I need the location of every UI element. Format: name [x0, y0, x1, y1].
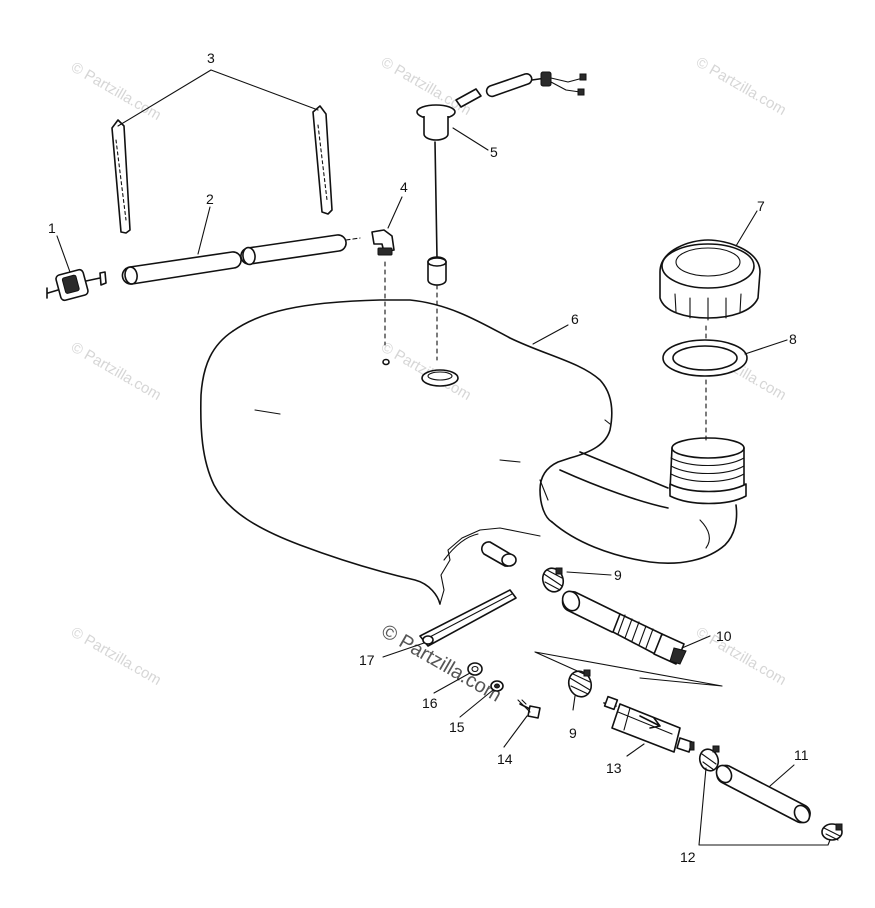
gasket-part-8 — [662, 325, 748, 441]
hose-clamp-part-9 — [541, 567, 565, 593]
callout-9-lower: 9 — [569, 725, 577, 741]
fuel-cap-part-7 — [659, 239, 761, 321]
hose-clamp-part-9-lower — [567, 669, 593, 698]
watermark: © Partzilla.com — [68, 624, 164, 689]
watermark: © Partzilla.com — [693, 624, 789, 689]
watermark: © Partzilla.com — [693, 54, 789, 119]
hose-part-2 — [121, 234, 361, 285]
hose-assembly-part-10 — [534, 590, 723, 687]
watermark: © Partzilla.com — [68, 59, 164, 124]
callout-14: 14 — [497, 751, 513, 767]
leader-lines — [56, 69, 831, 846]
callout-8: 8 — [789, 331, 797, 347]
callout-7: 7 — [757, 198, 765, 214]
callout-10: 10 — [716, 628, 732, 644]
tank-outlet-stub — [480, 541, 517, 567]
clamp-part-12 — [698, 745, 843, 841]
washer-part-16 — [467, 662, 483, 676]
callout-5: 5 — [490, 144, 498, 160]
bracket-part-17 — [419, 589, 517, 647]
callout-17: 17 — [359, 652, 375, 668]
filler-neck — [669, 437, 747, 505]
fuel-tank-part-6 — [199, 299, 738, 605]
callout-15: 15 — [449, 719, 465, 735]
screw-part-14 — [517, 699, 541, 719]
strap-part-3 — [111, 105, 333, 234]
callout-16: 16 — [422, 695, 438, 711]
fuel-sender-part-5 — [416, 71, 587, 361]
callout-11: 11 — [794, 747, 809, 763]
fuel-filter-part-13 — [603, 695, 695, 753]
watermark: © Partzilla.com — [68, 339, 164, 404]
callout-numbers: 1 2 3 4 5 6 7 8 9 9 10 11 12 13 14 15 16… — [48, 50, 809, 865]
valve-part-1 — [46, 268, 107, 302]
watermark: © Partzilla.com — [378, 339, 474, 404]
callout-13: 13 — [606, 760, 622, 776]
callout-9-upper: 9 — [614, 567, 622, 583]
callout-1: 1 — [48, 220, 56, 236]
callout-3: 3 — [207, 50, 215, 66]
callout-2: 2 — [206, 191, 214, 207]
callout-6: 6 — [571, 311, 579, 327]
callout-12: 12 — [680, 849, 696, 865]
callout-4: 4 — [400, 179, 408, 195]
washer-part-15 — [490, 680, 504, 692]
hose-part-11 — [715, 764, 811, 824]
elbow-fitting-part-4 — [371, 229, 395, 366]
